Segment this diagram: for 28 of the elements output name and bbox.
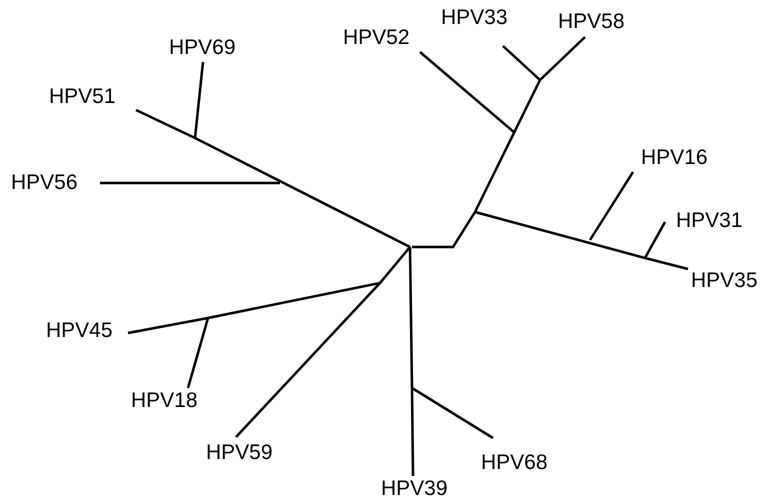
branch-line: [186, 318, 210, 388]
taxon-label: HPV56: [10, 170, 79, 196]
branch-line: [194, 62, 204, 138]
branch-line: [100, 182, 280, 184]
branch-line: [128, 316, 208, 334]
taxon-label: HPV31: [675, 208, 744, 234]
branch-line: [539, 36, 586, 81]
branch-line: [410, 388, 414, 476]
taxon-label: HPV16: [640, 145, 709, 171]
branch-line: [135, 108, 196, 140]
branch-line: [411, 386, 494, 440]
taxon-label: HPV33: [440, 5, 509, 31]
branch-line: [644, 221, 666, 259]
taxon-label: HPV69: [168, 35, 237, 61]
taxon-label: HPV52: [342, 25, 411, 51]
branch-line: [644, 256, 688, 270]
taxon-label: HPV18: [130, 388, 199, 414]
taxon-label: HPV35: [690, 268, 759, 294]
taxon-label: HPV45: [45, 318, 114, 344]
taxon-label: HPV51: [48, 84, 117, 110]
branch-line: [502, 45, 541, 81]
taxon-label: HPV68: [480, 450, 549, 476]
taxon-label: HPV39: [380, 476, 449, 502]
branch-line: [235, 282, 381, 438]
taxon-label: HPV58: [557, 9, 626, 35]
branch-line: [588, 171, 634, 241]
branch-line: [419, 51, 516, 134]
taxon-label: HPV59: [205, 440, 274, 466]
